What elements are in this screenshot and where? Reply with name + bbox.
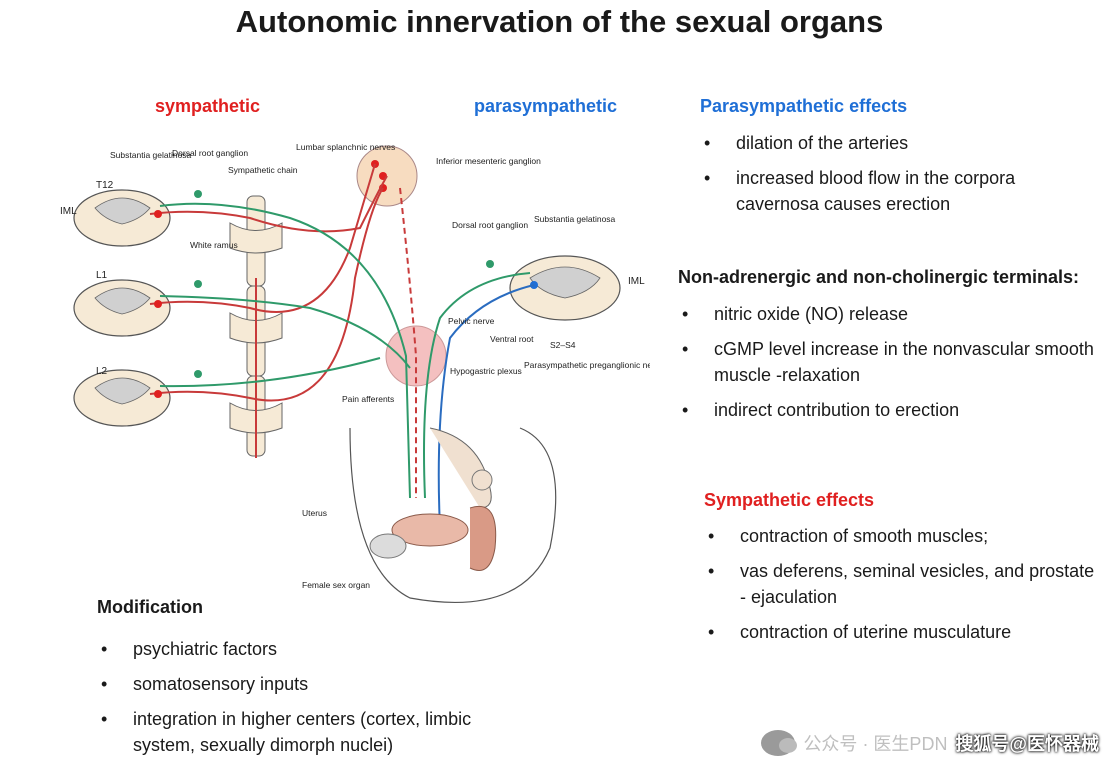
list-item: integration in higher centers (cortex, l…	[97, 706, 527, 758]
innervation-diagram: Substantia gelatinosa Dorsal root gangli…	[60, 142, 650, 604]
label-female-sex-organ: Female sex organ	[302, 580, 370, 590]
list-item: somatosensory inputs	[97, 671, 527, 697]
list-item: increased blood flow in the corpora cave…	[700, 165, 1100, 217]
label-lumbar-splanchnic: Lumbar splanchnic nerves	[296, 142, 395, 152]
label-hypogastric-plexus: Hypogastric plexus	[450, 366, 522, 376]
label-dorsal-root-ganglion-right: Dorsal root ganglion	[452, 220, 528, 230]
nanc-list: nitric oxide (NO) release cGMP level inc…	[678, 301, 1098, 432]
hypogastric-plexus	[385, 325, 447, 387]
parasympathetic-label: parasympathetic	[474, 96, 618, 116]
label-iml-right: IML	[628, 276, 645, 287]
spinal-segment-t12	[73, 189, 171, 247]
label-ventral-root: Ventral root	[490, 334, 534, 344]
spinal-segment-s2-s4	[509, 255, 621, 321]
list-item: contraction of smooth muscles;	[704, 523, 1104, 549]
label-uterus: Uterus	[302, 508, 327, 518]
label-inferior-mesenteric: Inferior mesenteric ganglion	[436, 156, 541, 166]
watermark-text-2: 搜狐号@医怀器械	[955, 734, 1099, 754]
modification-list: psychiatric factors somatosensory inputs…	[97, 636, 527, 767]
label-sympathetic-chain: Sympathetic chain	[228, 165, 298, 175]
list-item: dilation of the arteries	[700, 130, 1100, 156]
pelvis-illustration	[349, 427, 557, 604]
parasympathetic-effects-list: dilation of the arteries increased blood…	[700, 130, 1100, 226]
list-item: indirect contribution to erection	[678, 397, 1098, 423]
sympathetic-effects-list: contraction of smooth muscles; vas defer…	[704, 523, 1104, 654]
watermark-text-1: 公众号 · 医生PDN	[803, 734, 948, 754]
page-title: Autonomic innervation of the sexual orga…	[235, 4, 884, 39]
spinal-segment-l1	[73, 279, 171, 337]
label-white-ramus: White ramus	[190, 240, 238, 250]
sympathetic-label: sympathetic	[155, 96, 261, 116]
modification-heading: Modification	[97, 597, 203, 617]
label-substantia-gelatinosa-right: Substantia gelatinosa	[534, 214, 616, 224]
label-parasympathetic-neurons: Parasympathetic preganglionic neurons	[524, 360, 650, 370]
list-item: contraction of uterine musculature	[704, 619, 1104, 645]
label-l1: L1	[96, 270, 108, 281]
sympathetic-effects-heading: Sympathetic effects	[704, 490, 875, 510]
list-item: psychiatric factors	[97, 636, 527, 662]
label-s2-s4: S2–S4	[550, 340, 576, 350]
label-pelvic-nerve: Pelvic nerve	[448, 316, 495, 326]
label-l2: L2	[96, 366, 108, 377]
parasympathetic-effects-heading: Parasympathetic effects	[700, 96, 908, 116]
wechat-icon	[761, 730, 798, 756]
list-item: vas deferens, seminal vesicles, and pros…	[704, 558, 1104, 610]
label-substantia-gelatinosa-left: Substantia gelatinosa	[110, 150, 192, 160]
list-item: nitric oxide (NO) release	[678, 301, 1098, 327]
label-t12: T12	[96, 180, 114, 191]
watermark: 公众号 · 医生PDN 搜狐号@医怀器械	[761, 730, 1099, 756]
label-pain-afferents: Pain afferents	[342, 394, 394, 404]
nanc-heading: Non-adrenergic and non-cholinergic termi…	[678, 267, 1080, 287]
label-dorsal-root-ganglion-left: Dorsal root ganglion	[172, 148, 248, 158]
label-iml-left: IML	[60, 206, 77, 217]
spinal-segment-l2	[73, 369, 171, 427]
list-item: cGMP level increase in the nonvascular s…	[678, 336, 1098, 388]
